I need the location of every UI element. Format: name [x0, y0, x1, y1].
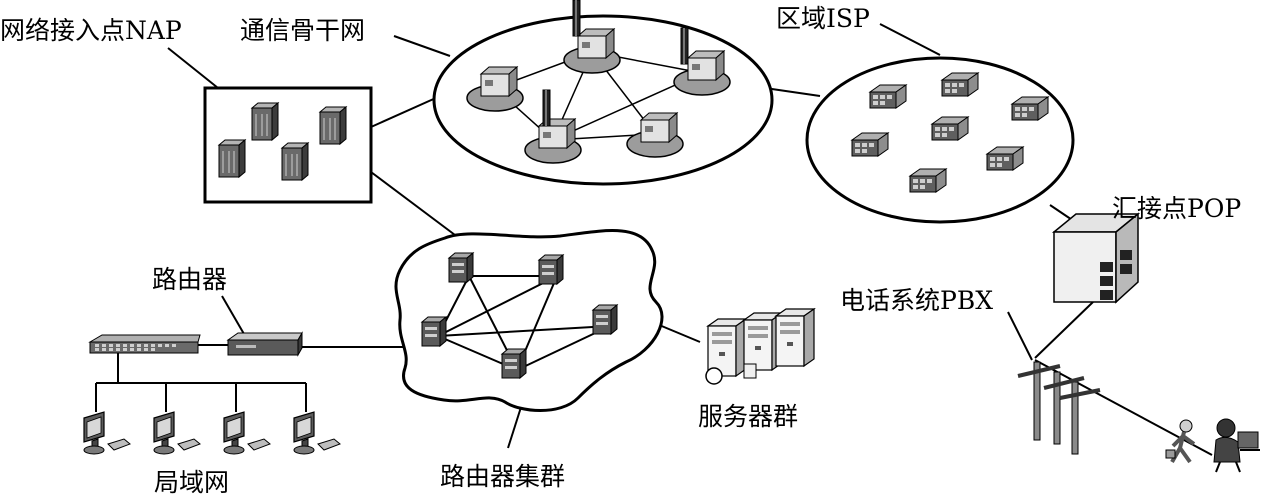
label-regional-isp: 区域ISP: [776, 4, 870, 33]
label-server-farm: 服务器群: [698, 402, 799, 431]
server-farm: [705, 308, 815, 385]
link-pop-pbx: [1034, 301, 1094, 359]
label-nap: 网络接入点NAP: [0, 16, 182, 45]
pop-cabinet: [1051, 212, 1141, 304]
label-lan: 局域网: [154, 468, 230, 497]
router-cluster: [394, 229, 664, 412]
link-backbone-isp: [764, 87, 821, 97]
nap-box: [203, 86, 373, 204]
label-leaders: [167, 23, 1033, 449]
label-pbx: 电话系统PBX: [840, 286, 993, 315]
label-pop: 汇接点POP: [1112, 194, 1242, 223]
link-nap-cluster: [370, 171, 456, 236]
label-router-cluster: 路由器集群: [440, 462, 566, 491]
link-nap-backbone: [370, 96, 439, 128]
link-pbx-user: [1034, 359, 1213, 456]
lan-router: [226, 331, 303, 357]
lan-computers: [83, 411, 341, 455]
backbone-network: [432, 0, 774, 186]
pbx-telephone-poles: [1017, 361, 1101, 455]
label-router: 路由器: [152, 265, 228, 294]
lan-wiring: [95, 353, 307, 412]
label-backbone: 通信骨干网: [240, 16, 366, 45]
regional-isp-network: [805, 56, 1075, 224]
end-users: [1165, 418, 1260, 473]
lan-switch: [88, 334, 201, 354]
